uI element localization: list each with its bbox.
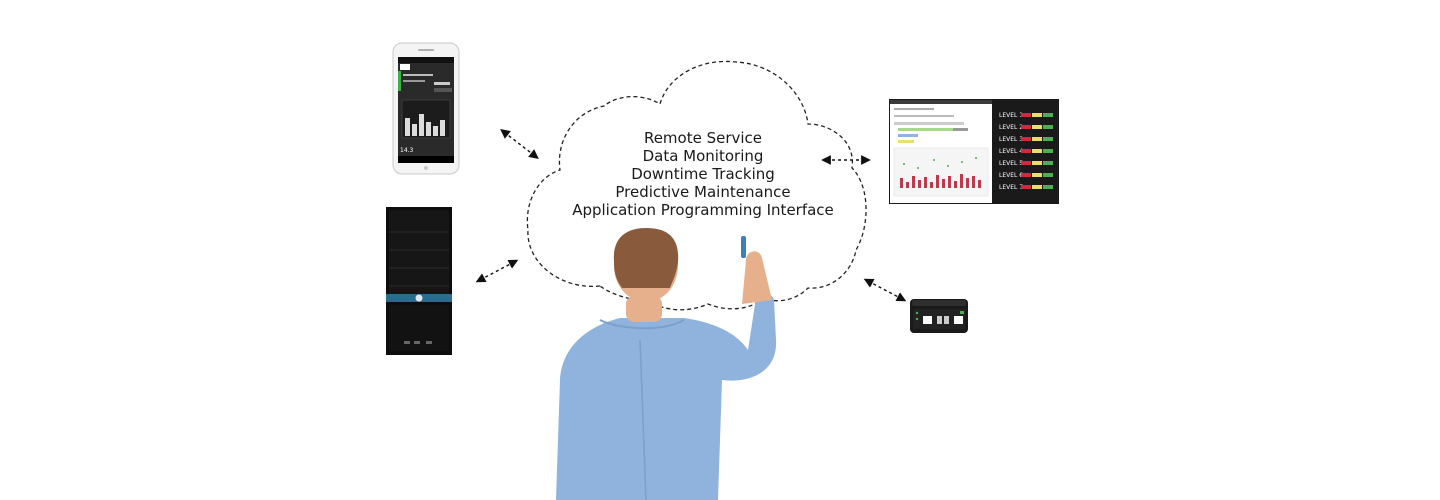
level-row-6: LEVEL 6 [999, 172, 1053, 179]
phone-reading: 14.3 [400, 147, 414, 154]
cloud-outline [526, 60, 867, 311]
cloud: Remote Service Data Monitoring Downtime … [526, 60, 867, 311]
level-row-1: LEVEL 1 [999, 112, 1053, 119]
level-row-5: LEVEL 5 [999, 160, 1053, 167]
power-icon [415, 294, 423, 302]
level-label: LEVEL 3 [999, 136, 1023, 143]
raised-arm [742, 251, 772, 304]
shirt [556, 292, 777, 500]
level-row-7: LEVEL 7 [999, 184, 1053, 191]
arrow-phone-cloud [500, 129, 539, 159]
server-tower-icon [386, 207, 452, 355]
cloud-line-2: Data Monitoring [643, 147, 764, 165]
level-label: LEVEL 1 [999, 112, 1023, 119]
hair [613, 228, 679, 288]
level-row-4: LEVEL 4 [999, 148, 1053, 155]
cloud-line-4: Predictive Maintenance [615, 183, 790, 201]
person-figure [556, 228, 777, 500]
level-label: LEVEL 7 [999, 184, 1023, 191]
smartphone-icon: 14.3 [392, 42, 460, 175]
level-label: LEVEL 2 [999, 124, 1023, 131]
arrow-server-cloud [475, 259, 519, 283]
cloud-line-1: Remote Service [644, 129, 762, 147]
network-gateway-icon [910, 299, 968, 333]
level-label: LEVEL 5 [999, 160, 1023, 167]
level-label: LEVEL 4 [999, 148, 1023, 155]
monitor-dashboard-icon: LEVEL 1 LEVEL 2 LEVEL 3 LEVEL 4 LEVEL 5 [889, 99, 1059, 204]
level-row-2: LEVEL 2 [999, 124, 1053, 131]
level-row-3: LEVEL 3 [999, 136, 1053, 143]
marker-pen [741, 236, 746, 258]
level-label: LEVEL 6 [999, 172, 1023, 179]
cloud-line-3: Downtime Tracking [631, 165, 775, 183]
arrow-gateway-cloud [863, 278, 907, 302]
cloud-line-5: Application Programming Interface [572, 201, 834, 219]
